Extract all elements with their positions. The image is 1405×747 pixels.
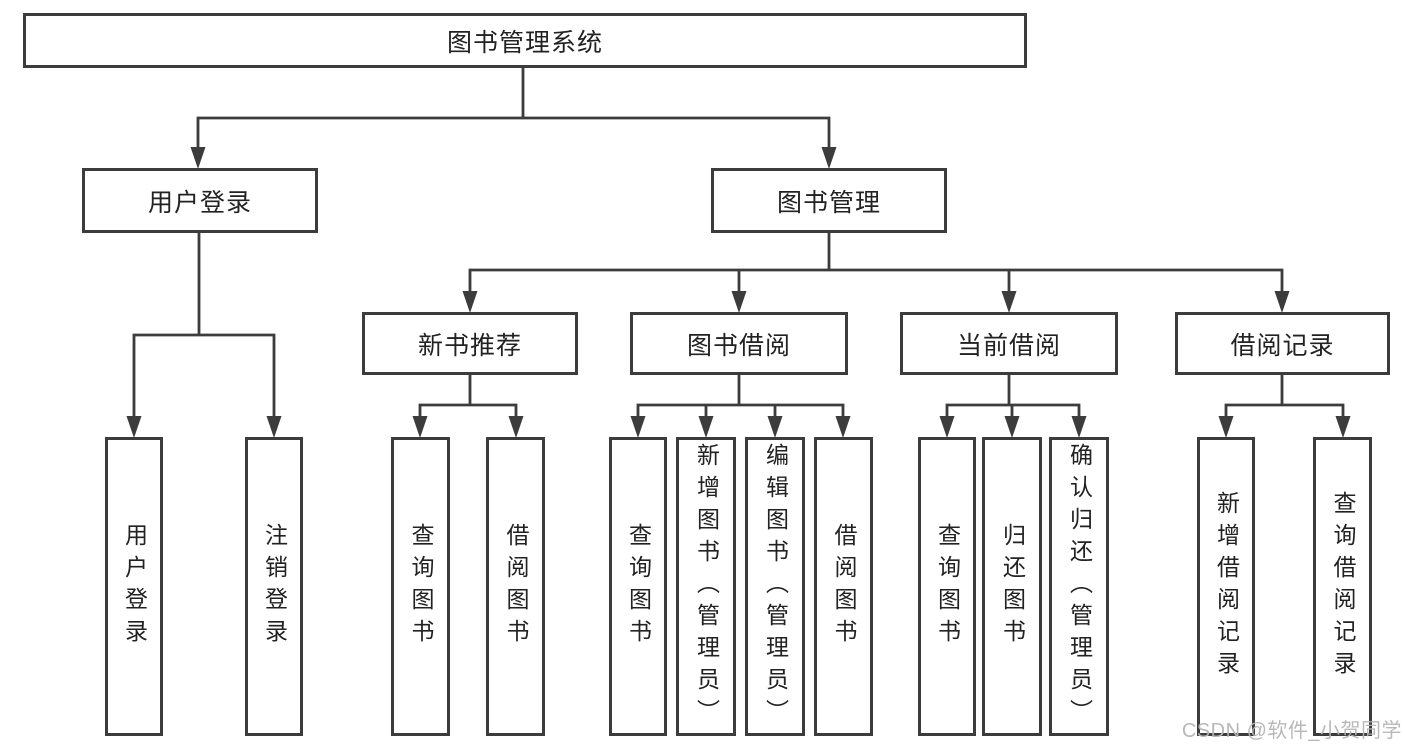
arrowhead [412, 416, 428, 438]
node-book-borrowing: 图书借阅 [630, 312, 848, 375]
arrowhead [1001, 291, 1017, 313]
arrowhead [266, 416, 282, 438]
leaf-user-login: 用户登录 [105, 437, 163, 736]
node-new-book-recommendation: 新书推荐 [362, 312, 578, 375]
arrowhead [767, 416, 783, 438]
node-user-login: 用户登录 [82, 168, 318, 233]
arrowhead [1004, 416, 1020, 438]
connector-segment [945, 371, 1081, 421]
arrowhead [698, 416, 714, 438]
leaf-confirm-return-admin: 确认归还（管理员） [1049, 437, 1109, 736]
node-borrowing-records: 借阅记录 [1175, 312, 1390, 375]
leaf-borrow-books: 借阅图书 [486, 437, 545, 736]
connector-segment [636, 371, 845, 421]
leaf-add-borrow-record: 新增借阅记录 [1197, 437, 1255, 736]
leaf-borrow-books: 借阅图书 [814, 437, 873, 736]
leaf-query-books: 查询图书 [391, 437, 450, 736]
arrowhead [630, 416, 646, 438]
leaf-add-books-admin: 新增图书（管理员） [676, 437, 736, 736]
arrowhead [821, 147, 837, 169]
arrowhead [731, 291, 747, 313]
leaf-query-borrow-record: 查询借阅记录 [1313, 437, 1372, 736]
arrowhead [508, 416, 524, 438]
leaf-query-books: 查询图书 [918, 437, 976, 736]
csdn-watermark: CSDN @软件_小贺同学 [1181, 720, 1402, 742]
arrowhead [126, 416, 142, 438]
leaf-edit-books-admin: 编辑图书（管理员） [745, 437, 805, 736]
connector-segment [468, 229, 1284, 297]
connector-segment [196, 64, 831, 153]
node-current-borrowing: 当前借阅 [900, 312, 1118, 375]
node-book-management: 图书管理 [711, 168, 947, 233]
connector-segment [1224, 371, 1345, 421]
leaf-return-books: 归还图书 [982, 437, 1042, 736]
arrowhead [1218, 416, 1234, 438]
arrowhead [190, 147, 206, 169]
arrowhead [1335, 416, 1351, 438]
node-library-management-system: 图书管理系统 [23, 13, 1027, 68]
connector-segment [418, 371, 518, 421]
leaf-query-books: 查询图书 [609, 437, 667, 736]
arrowhead [835, 416, 851, 438]
leaf-logout: 注销登录 [245, 437, 303, 736]
arrowhead [939, 416, 955, 438]
connector-segment [132, 229, 276, 421]
arrowhead [1274, 291, 1290, 313]
arrowhead [462, 291, 478, 313]
arrowhead [1071, 416, 1087, 438]
